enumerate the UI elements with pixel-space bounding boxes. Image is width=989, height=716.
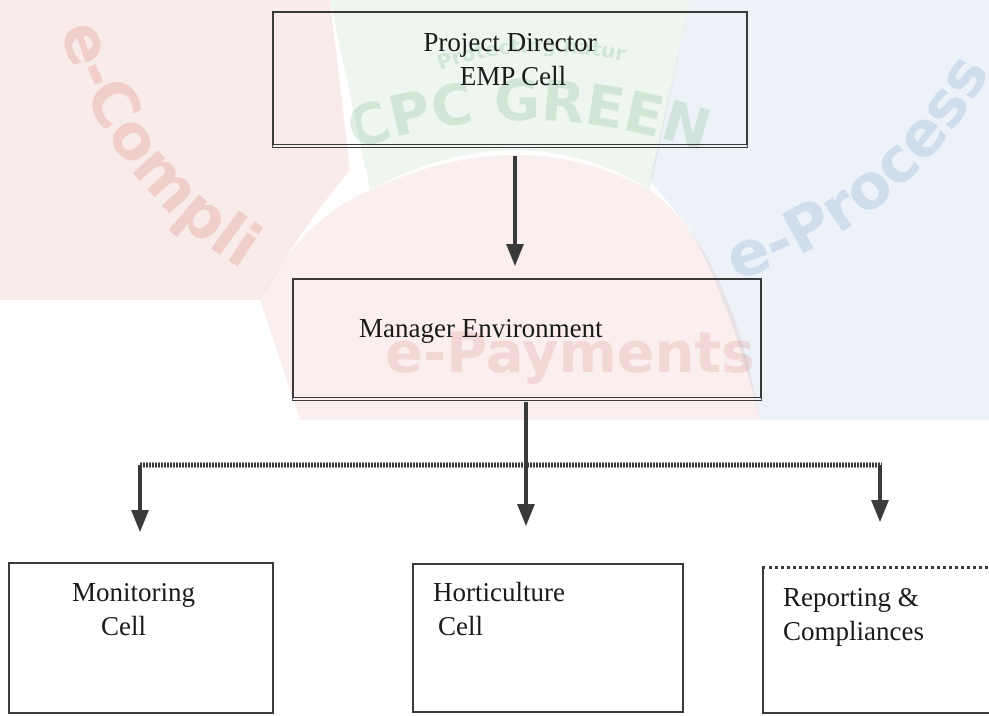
node-label: Compliances <box>783 616 924 646</box>
node-monitoring-cell: Monitoring Cell <box>8 562 274 714</box>
watermark-text-payments: e-Payments <box>385 321 755 386</box>
node-project-director: Project Director EMP Cell <box>272 11 748 148</box>
watermark-segment-green <box>330 0 690 190</box>
node-label: Monitoring <box>72 577 196 607</box>
node-label: Cell <box>101 611 146 641</box>
node-label: Reporting & <box>783 582 919 612</box>
arrowhead-manager <box>506 244 524 266</box>
node-label: Manager Environment <box>359 313 603 343</box>
node-label: EMP Cell <box>459 61 567 91</box>
arrowhead-reporting <box>871 500 889 522</box>
watermark-segment-red <box>0 0 350 300</box>
watermark-segment-pink <box>260 155 760 420</box>
node-manager-environment: Manager Environment <box>292 278 762 401</box>
node-reporting-compliances: Reporting & Compliances <box>762 566 989 714</box>
arrowhead-monitoring <box>131 510 149 532</box>
node-label: Project Director <box>423 27 597 57</box>
watermark-segment-blue <box>650 0 989 420</box>
node-label: Horticulture <box>433 577 565 607</box>
node-label: Cell <box>438 611 483 641</box>
node-horticulture-cell: Horticulture Cell <box>412 563 684 713</box>
arrowhead-horticulture <box>517 504 535 526</box>
